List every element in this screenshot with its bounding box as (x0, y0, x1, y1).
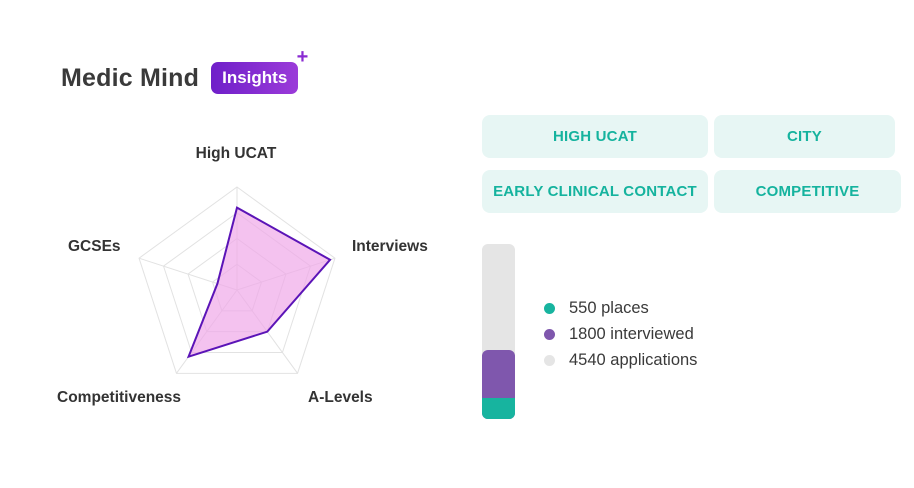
tag-high-ucat: HIGH UCAT (482, 115, 708, 158)
stats-legend: 550 places 1800 interviewed 4540 applica… (544, 295, 697, 373)
radar-axis-label-interviews: Interviews (352, 238, 428, 255)
radar-grid-ring (138, 186, 336, 374)
legend-label-applications: 4540 applications (569, 350, 698, 369)
legend-label-places: 550 places (569, 298, 649, 317)
plus-icon: + (296, 46, 309, 68)
tag-competitive: COMPETITIVE (714, 170, 901, 213)
places-dot-icon (544, 302, 555, 314)
brand-header: Medic Mind Insights + (61, 47, 308, 94)
radar-value-shape (186, 206, 332, 359)
applications-bar (482, 244, 515, 419)
tag-early-clinical-contact: EARLY CLINICAL CONTACT (482, 170, 708, 213)
radar-axis-label-a-levels: A-Levels (308, 389, 373, 406)
legend-item-interviewed: 1800 interviewed (544, 321, 697, 347)
legend-label-interviewed: 1800 interviewed (569, 324, 694, 343)
radar-axis-label-competitiveness: Competitiveness (57, 389, 181, 406)
radar-axis-label-high-ucat: High UCAT (196, 145, 277, 162)
legend-item-places: 550 places (544, 295, 697, 321)
legend-item-applications: 4540 applications (544, 347, 697, 373)
places-bar-segment (482, 397, 515, 419)
interviewed-dot-icon (544, 328, 555, 340)
radar-axis-label-gcses: GCSEs (68, 238, 121, 255)
brand-name: Medic Mind (61, 63, 200, 92)
insights-badge: Insights + (211, 47, 308, 94)
applications-dot-icon (544, 354, 555, 366)
tag-city: CITY (714, 115, 895, 158)
insights-badge-label: Insights (222, 68, 288, 87)
